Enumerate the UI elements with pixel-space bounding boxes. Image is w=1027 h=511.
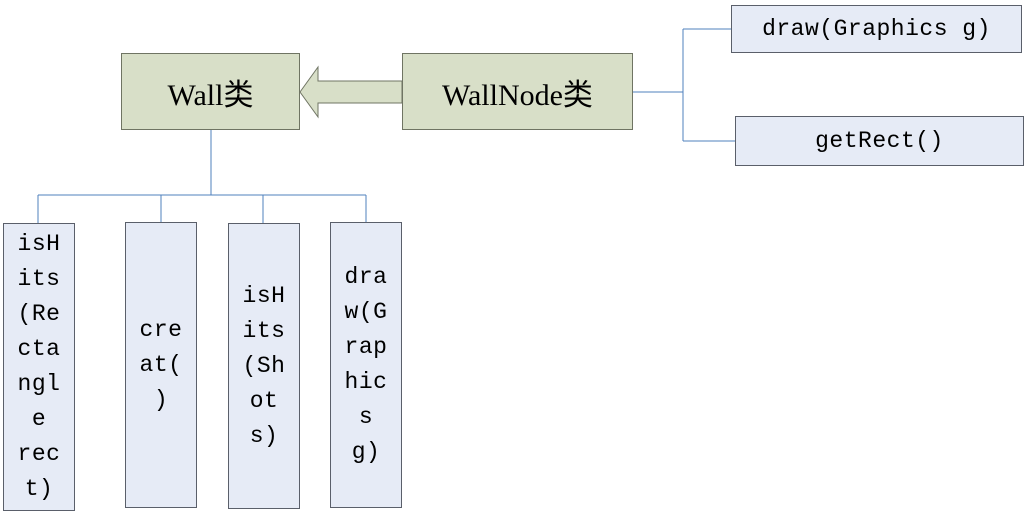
wallnode-draw-method-box: draw(Graphics g) [731,5,1022,53]
wall-class-box: Wall类 [121,53,300,130]
wall-ishits-rectangle-method-label: isH its (Re cta ngl e rec t) [17,231,61,502]
wall-ishits-rectangle-method-box: isH its (Re cta ngl e rec t) [3,223,75,511]
wallnode-class-label: WallNode类 [442,78,593,112]
wall-ishits-shots-method-label: isH its (Sh ot s) [242,282,286,449]
inheritance-arrow [299,65,403,119]
wall-class-label: Wall类 [167,78,254,112]
wall-creat-method-box: cre at( ) [125,222,197,508]
wallnode-getrect-method-label: getRect() [815,128,944,154]
wallnode-class-box: WallNode类 [402,53,633,130]
wallnode-getrect-method-box: getRect() [735,116,1024,166]
wall-creat-method-label: cre at( ) [139,316,183,413]
wallnode-draw-method-label: draw(Graphics g) [762,16,991,42]
wall-ishits-shots-method-box: isH its (Sh ot s) [228,223,300,509]
wall-draw-method-label: dra w(G rap hic s g) [344,264,388,465]
wall-draw-method-box: dra w(G rap hic s g) [330,222,402,508]
